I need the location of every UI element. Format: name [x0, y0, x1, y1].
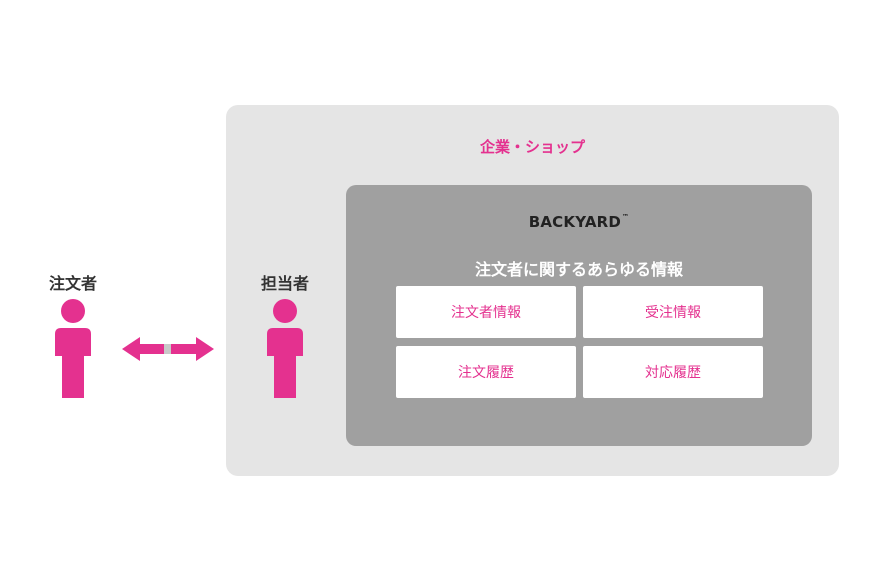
backyard-heading: 注文者に関するあらゆる情報: [474, 260, 683, 279]
staff-person-icon: [265, 298, 305, 398]
brand-name: BACKYARD: [528, 213, 622, 231]
info-cell-customer-info: 注文者情報: [396, 286, 576, 338]
double-arrow-icon: [122, 335, 214, 363]
info-cell-order-history: 注文履歴: [396, 346, 576, 398]
staff-label: 担当者: [260, 274, 309, 293]
backyard-brand: BACKYARD™: [346, 213, 812, 231]
info-cell-support-history: 対応履歴: [583, 346, 763, 398]
company-title: 企業・ショップ: [479, 138, 585, 156]
info-cell-order-info: 受注情報: [583, 286, 763, 338]
customer-person-icon: [53, 298, 93, 398]
customer-label: 注文者: [48, 274, 97, 293]
trademark-symbol: ™: [622, 213, 630, 221]
